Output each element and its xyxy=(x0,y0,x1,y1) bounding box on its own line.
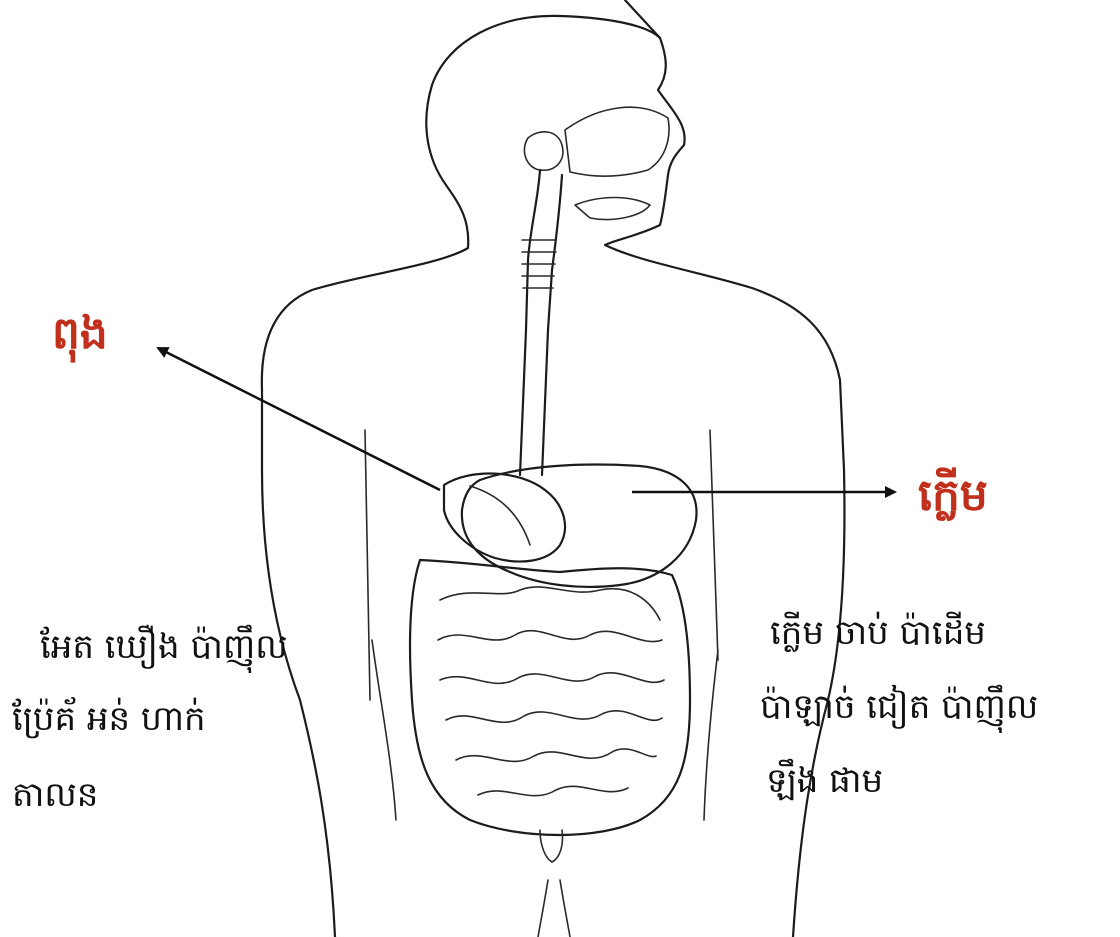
stomach-label: ពុង xyxy=(52,306,108,370)
esophagus-right xyxy=(542,175,562,475)
right-arm-line xyxy=(710,430,718,660)
small-intestine xyxy=(438,587,664,796)
liver xyxy=(462,465,697,587)
salivary-gland xyxy=(524,132,562,170)
esophagus-left xyxy=(520,170,540,475)
right-note-line-3: ឡឹង ផាម xyxy=(766,764,883,798)
body-outline-right xyxy=(605,38,844,937)
mouth-cavity xyxy=(565,107,669,176)
groin-line xyxy=(538,880,570,937)
tongue xyxy=(575,198,650,220)
left-note-line-2: ប្រ៉ែគ័ អន់ ហាក់ xyxy=(12,702,206,736)
left-note-line-3: តាលន xyxy=(12,778,98,812)
hair-stroke xyxy=(625,0,660,38)
right-note-line-1: ក្លើម ចាប់ ប៉ាដើម xyxy=(770,616,986,650)
right-note-line-2: ប៉ាឡាច់ ជៀត ប៉ាញ៉ឹល xyxy=(760,690,1038,724)
left-hip-line xyxy=(372,640,396,820)
liver-label: ក្លើម xyxy=(918,468,988,532)
left-arm-line xyxy=(365,430,370,700)
stomach-fold xyxy=(470,486,530,545)
stomach-arrow xyxy=(158,348,440,490)
right-hip-line xyxy=(704,650,718,820)
left-note-line-1: អែត ឃឿង ប៉ាញ៉ឹល xyxy=(40,630,288,664)
